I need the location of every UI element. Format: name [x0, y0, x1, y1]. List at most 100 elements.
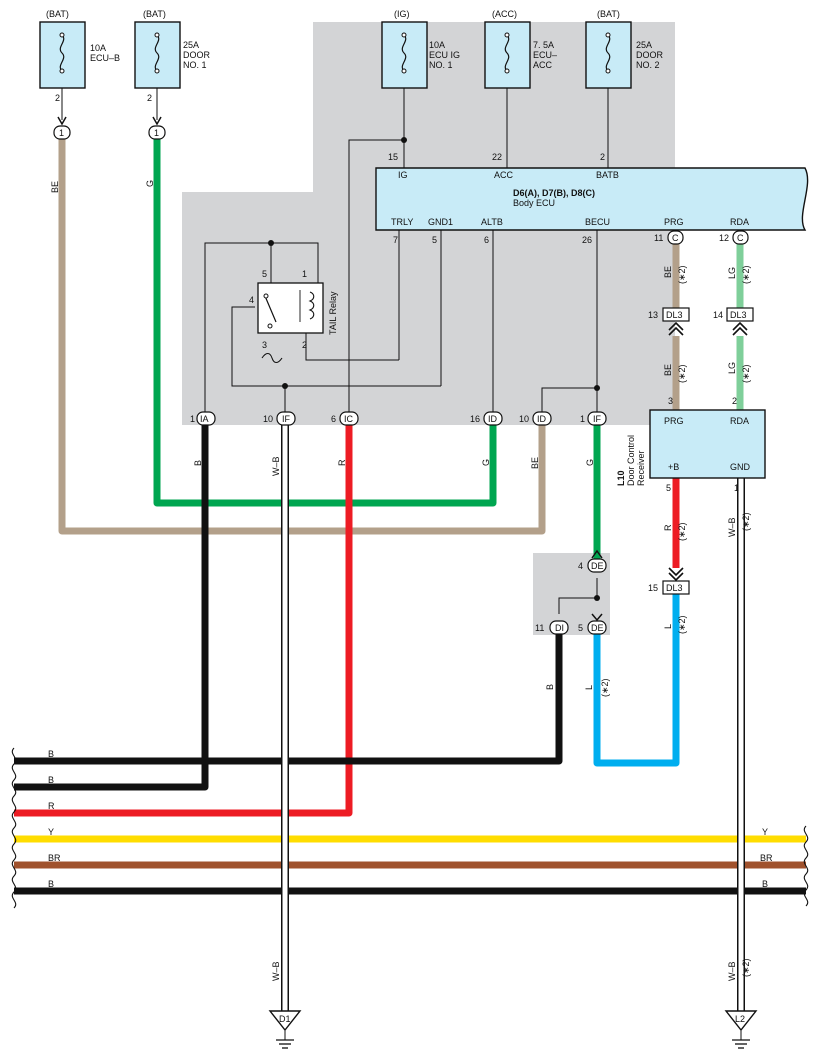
connector-id: ID	[488, 414, 498, 424]
connector-id: ID	[537, 414, 547, 424]
connector-id: C	[737, 233, 744, 243]
connector-num: 13	[648, 310, 658, 320]
ecu-pin-name: GND1	[428, 217, 453, 227]
connector-id: IF	[593, 414, 602, 424]
ecu-connector-rda: 12 C	[719, 230, 749, 245]
wires	[14, 139, 745, 1011]
wire-g-main	[153, 139, 497, 507]
fuse-name-2: NO. 1	[183, 60, 207, 70]
ecu-pin-num: 7	[393, 235, 398, 245]
wire-l-de	[593, 594, 680, 767]
junction-connector-ic: 6 IC	[331, 411, 359, 426]
receiver-pin-name: +B	[668, 462, 679, 472]
connector-id: C	[672, 233, 679, 243]
relay-label: TAIL Relay	[328, 291, 338, 335]
connector-num: 16	[470, 414, 480, 424]
fuse-door-no1: (BAT) 25A DOOR NO. 1 2	[134, 9, 211, 103]
wire-b-di	[14, 634, 563, 765]
fuse-icon	[401, 34, 407, 72]
receiver-pin-name: RDA	[730, 416, 749, 426]
wire-note: (∗2)	[677, 265, 687, 284]
bus-label-right: BR	[760, 853, 773, 863]
ecu-title: D6(A), D7(B), D8(C)	[513, 188, 595, 198]
connector-id: IC	[344, 414, 354, 424]
wire-label: G	[145, 180, 155, 187]
receiver-pin-num: 1	[734, 483, 739, 493]
ecu-pin-name: ALTB	[481, 217, 503, 227]
ecu-pin-name: TRLY	[391, 217, 413, 227]
wire-note: (∗2)	[677, 615, 687, 634]
ecu-pin-num: 6	[484, 235, 489, 245]
relay-pin-4: 4	[249, 295, 254, 305]
bus-labels: B B R Y BR B Y BR B	[48, 749, 773, 889]
fuse-icon	[605, 34, 611, 72]
ecu-pin-num: 5	[432, 235, 437, 245]
receiver-name-2: Receiver	[636, 450, 646, 486]
connector-num: 14	[713, 310, 723, 320]
fuse-connector-2: 1	[148, 116, 166, 140]
fuse-source-label: (BAT)	[143, 9, 166, 19]
fuse-connector-1: 1	[53, 116, 71, 140]
receiver-pin-name: GND	[730, 462, 751, 472]
bus-break-marks	[11, 747, 809, 909]
connector-num: 1	[580, 414, 585, 424]
relay-pin-1: 1	[302, 269, 307, 279]
tail-relay: 5 1 4 2 3 TAIL Relay	[249, 269, 338, 364]
bus-label: Y	[48, 827, 54, 837]
ground-label: D1	[279, 1014, 291, 1024]
connector-num: 12	[719, 233, 729, 243]
bus-label: B	[48, 775, 54, 785]
connector-num: 4	[578, 561, 583, 571]
fuse-icon	[59, 34, 65, 72]
connector-id: DL3	[730, 310, 747, 320]
fuse-name: ECU IG	[429, 50, 460, 60]
bus-label-right: B	[762, 879, 768, 889]
wire-note: (∗2)	[741, 265, 751, 284]
receiver-pin-name: PRG	[664, 416, 684, 426]
connector-id: DL3	[666, 310, 683, 320]
dl3-connector-15: 15 DL3	[648, 567, 690, 595]
de-connector-5: 5 DE	[578, 613, 607, 635]
ecu-pin-name: BATB	[596, 170, 619, 180]
relay-coil-icon	[308, 291, 315, 320]
wire-label: LG	[727, 362, 737, 374]
junction-connector-if-1: 10 IF	[263, 411, 296, 426]
fuse-door-no2: (BAT) 25A DOOR NO. 2	[585, 9, 664, 89]
wire-label: BE	[50, 181, 60, 193]
bus-label: BR	[48, 853, 61, 863]
wire-label: L	[663, 624, 673, 629]
wire-label: BE	[663, 266, 673, 278]
di-connector-11: 11 DI	[535, 620, 569, 635]
wire-label: W–B	[727, 517, 737, 537]
fuse-name-2: NO. 1	[429, 60, 453, 70]
wire-label: G	[481, 459, 491, 466]
junction-connector-ia: 1 IA	[190, 411, 216, 426]
ecu-subtitle: Body ECU	[513, 198, 555, 208]
connector-id: DI	[555, 623, 564, 633]
wire-label: G	[585, 459, 595, 466]
junction-connector-id-2: 10 ID	[519, 411, 552, 426]
wire-labels: BE G B W–B R G BE G BE (∗2) LG (∗2) BE (…	[50, 180, 751, 981]
ecu-connector-prg: 11 C	[654, 230, 684, 245]
wire-label: BE	[530, 457, 540, 469]
connector-id: DE	[591, 623, 604, 633]
wire-label: LG	[727, 267, 737, 279]
wire-be-main	[58, 139, 546, 535]
connector-id: 1	[59, 128, 64, 138]
wire-b-ia	[14, 425, 209, 791]
dl3-connector-13: 13 DL3	[648, 307, 690, 336]
fuse-name: DOOR	[183, 50, 211, 60]
wire-r-ic	[14, 425, 353, 817]
connector-num: 11	[535, 623, 544, 633]
wire-note: (∗2)	[677, 364, 687, 383]
de-connector-4: 4 DE	[578, 549, 607, 573]
wire-note: (∗2)	[600, 678, 610, 697]
connector-id: DE	[591, 561, 604, 571]
thin-wiring	[61, 88, 609, 614]
wire-label: W–B	[727, 961, 737, 981]
fuse-source-label: (BAT)	[46, 9, 69, 19]
junction-connector-if-2: 1 IF	[580, 411, 607, 426]
relay-pin-5: 5	[262, 269, 267, 279]
wire-label: R	[337, 459, 347, 466]
